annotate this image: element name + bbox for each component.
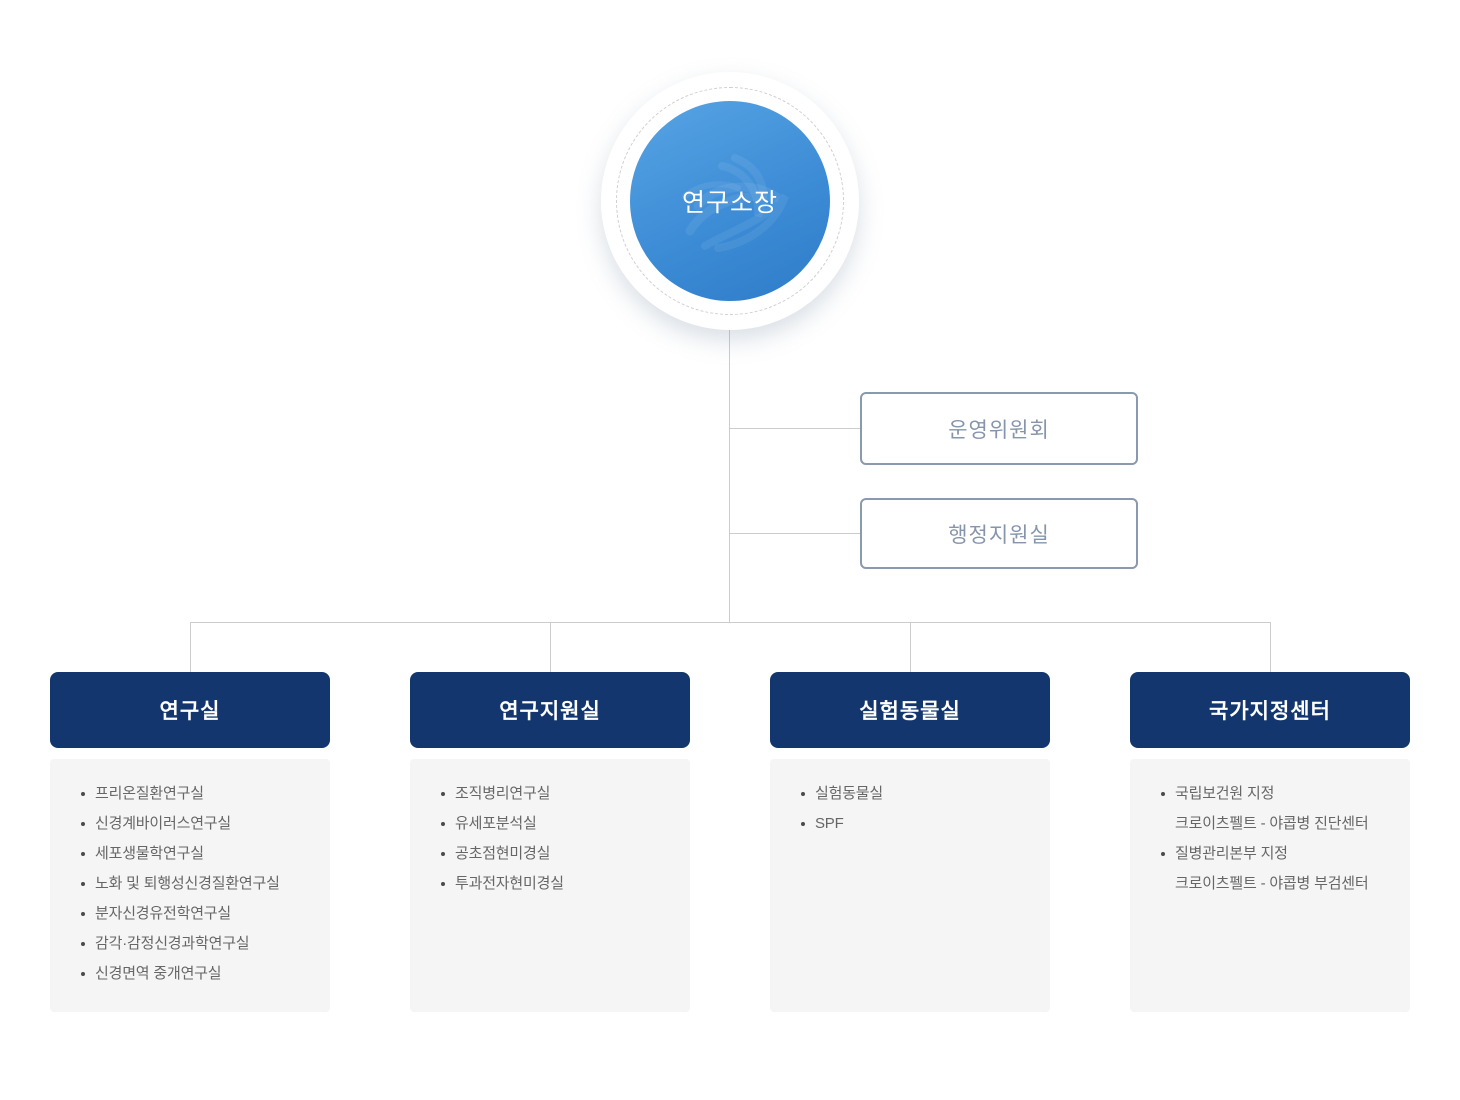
connector-stub-col3 — [910, 622, 911, 672]
column-header-research-support: 연구지원실 — [410, 672, 690, 748]
root-node-dashed-ring — [616, 87, 844, 315]
org-list-item: 신경면역 중개연구실 — [80, 964, 312, 983]
root-node-circle: 연구소장 — [630, 101, 830, 301]
org-list-item: 세포생물학연구실 — [80, 844, 312, 863]
connector-stub-col4 — [1270, 622, 1271, 672]
column-title: 연구지원실 — [499, 700, 601, 723]
column-header-lab-animals: 실험동물실 — [770, 672, 1050, 748]
connector-stub-col1 — [190, 622, 191, 672]
committee-box: 운영위원회 — [860, 392, 1138, 465]
org-list: 국립보건원 지정 크로이츠펠트 - 야콥병 진단센터 질병관리본부 지정 크로이… — [1160, 784, 1392, 893]
admin-support-box-label: 행정지원실 — [948, 523, 1050, 547]
root-node: 연구소장 — [601, 72, 859, 330]
org-list-item: 질병관리본부 지정 — [1160, 844, 1392, 863]
committee-box-label: 운영위원회 — [948, 418, 1050, 442]
org-list-item: 유세포분석실 — [440, 814, 672, 833]
column-title: 국가지정센터 — [1209, 700, 1331, 723]
connector-branch-admin — [729, 533, 860, 534]
connector-distribution-horizontal — [190, 622, 1271, 623]
connector-trunk-vertical — [729, 330, 730, 622]
org-list-item: 분자신경유전학연구실 — [80, 904, 312, 923]
org-list-item: 신경계바이러스연구실 — [80, 814, 312, 833]
org-list-item: SPF — [800, 814, 1032, 833]
org-list-item: 조직병리연구실 — [440, 784, 672, 803]
column-panel-research-labs: 프리온질환연구실 신경계바이러스연구실 세포생물학연구실 노화 및 퇴행성신경질… — [50, 759, 330, 1012]
column-title: 연구실 — [159, 700, 221, 723]
org-list-item: 감각·감정신경과학연구실 — [80, 934, 312, 953]
connector-stub-col2 — [550, 622, 551, 672]
org-list-item: 프리온질환연구실 — [80, 784, 312, 803]
column-title: 실험동물실 — [859, 700, 961, 723]
org-list-item-continuation: 크로이츠펠트 - 야콥병 진단센터 — [1175, 815, 1369, 832]
org-list-item: 공초점현미경실 — [440, 844, 672, 863]
column-header-research-labs: 연구실 — [50, 672, 330, 748]
org-list: 실험동물실 SPF — [800, 784, 1032, 833]
org-list-item-continuation: 크로이츠펠트 - 야콥병 부검센터 — [1175, 875, 1369, 892]
column-panel-research-support: 조직병리연구실 유세포분석실 공초점현미경실 투과전자현미경실 — [410, 759, 690, 1012]
org-list-item: 노화 및 퇴행성신경질환연구실 — [80, 874, 312, 893]
org-list-item: 국립보건원 지정 — [1160, 784, 1392, 803]
admin-support-box: 행정지원실 — [860, 498, 1138, 569]
org-list: 프리온질환연구실 신경계바이러스연구실 세포생물학연구실 노화 및 퇴행성신경질… — [80, 784, 312, 983]
connector-branch-committee — [729, 428, 860, 429]
root-node-label: 연구소장 — [681, 189, 778, 217]
org-list: 조직병리연구실 유세포분석실 공초점현미경실 투과전자현미경실 — [440, 784, 672, 893]
org-list-item: 투과전자현미경실 — [440, 874, 672, 893]
swirl-logo-watermark — [682, 154, 789, 252]
org-list-item: 실험동물실 — [800, 784, 1032, 803]
column-panel-lab-animals: 실험동물실 SPF — [770, 759, 1050, 1012]
column-panel-national-centers: 국립보건원 지정 크로이츠펠트 - 야콥병 진단센터 질병관리본부 지정 크로이… — [1130, 759, 1410, 1012]
column-header-national-centers: 국가지정센터 — [1130, 672, 1410, 748]
